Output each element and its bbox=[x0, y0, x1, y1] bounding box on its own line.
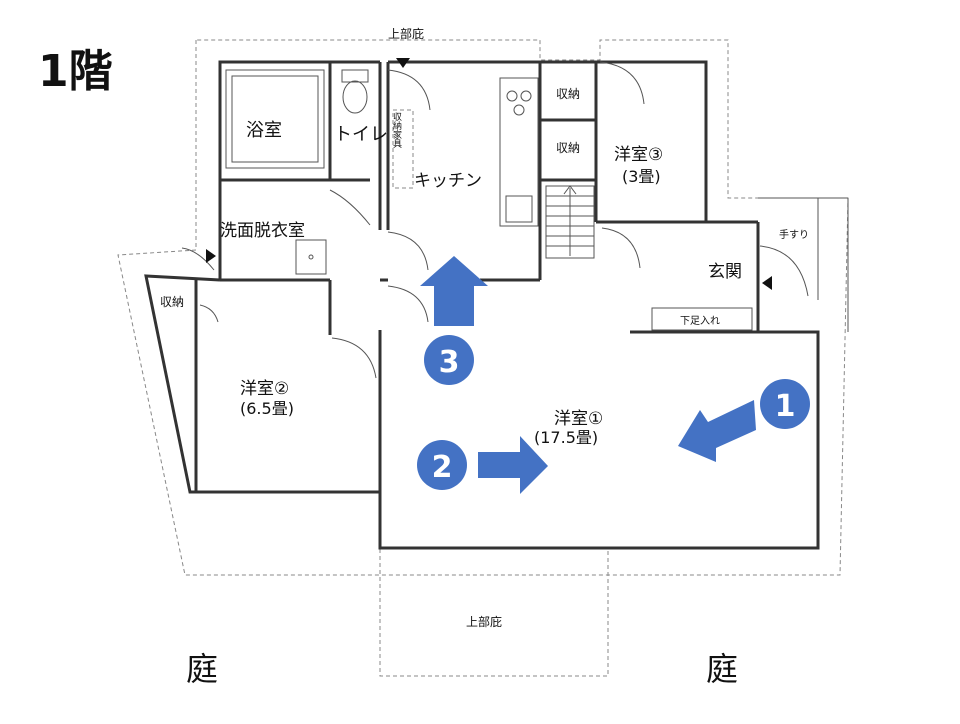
door-swings bbox=[181, 61, 809, 379]
interior-walls bbox=[220, 62, 849, 335]
room-bath: 浴室 bbox=[246, 120, 282, 141]
marker-3: 3 bbox=[424, 335, 474, 385]
room-entrance: 玄関 bbox=[708, 262, 742, 282]
toilet-fixture bbox=[341, 69, 369, 114]
garden-left-label: 庭 bbox=[186, 650, 218, 688]
room-western3-name: 洋室③ bbox=[614, 145, 663, 165]
room-western1-size: (17.5畳) bbox=[534, 428, 598, 447]
room-washroom: 洗面脱衣室 bbox=[220, 221, 305, 241]
washbasin bbox=[295, 239, 327, 275]
marker-2: 2 bbox=[417, 440, 467, 490]
marker-1: 1 bbox=[760, 379, 810, 429]
staircase bbox=[545, 185, 595, 259]
handrail-label: 手すり bbox=[779, 228, 809, 241]
kitchen-counter bbox=[392, 77, 539, 227]
view-arrow-1-icon bbox=[678, 400, 756, 462]
washroom-door-marker-icon bbox=[206, 249, 216, 263]
entrance-door-marker-icon bbox=[762, 276, 772, 290]
top-door-marker-icon bbox=[396, 58, 410, 68]
room-western2-size: (6.5畳) bbox=[240, 399, 294, 418]
marker-2-text: 2 bbox=[432, 450, 453, 485]
room-western3-size: (3畳) bbox=[622, 167, 661, 186]
shoe-cabinet bbox=[651, 307, 753, 331]
upper-eave-bottom-label: 上部庇 bbox=[466, 614, 502, 629]
room-western1-name: 洋室① bbox=[554, 409, 603, 429]
shoe-box-label: 下足入れ bbox=[680, 315, 720, 327]
room-kitchen: キッチン bbox=[414, 171, 482, 191]
upper-eave-top-label: 上部庇 bbox=[388, 26, 424, 41]
site-outline bbox=[117, 39, 849, 677]
storage-furniture-label: 収納家具 bbox=[391, 111, 402, 149]
view-arrow-3-icon bbox=[420, 256, 488, 326]
view-arrow-2-icon bbox=[478, 436, 548, 494]
floor-title: 1階 bbox=[38, 46, 113, 97]
room-toilet: トイレ bbox=[334, 124, 388, 145]
room-storage-mid: 収納 bbox=[556, 141, 580, 155]
marker-1-text: 1 bbox=[775, 389, 796, 424]
garden-right-label: 庭 bbox=[706, 650, 738, 688]
bathtub bbox=[225, 69, 325, 169]
room-western2-name: 洋室② bbox=[240, 379, 289, 399]
marker-3-text: 3 bbox=[439, 345, 460, 380]
room-storage-left: 収納 bbox=[160, 295, 184, 309]
room-storage-top: 収納 bbox=[556, 87, 580, 101]
